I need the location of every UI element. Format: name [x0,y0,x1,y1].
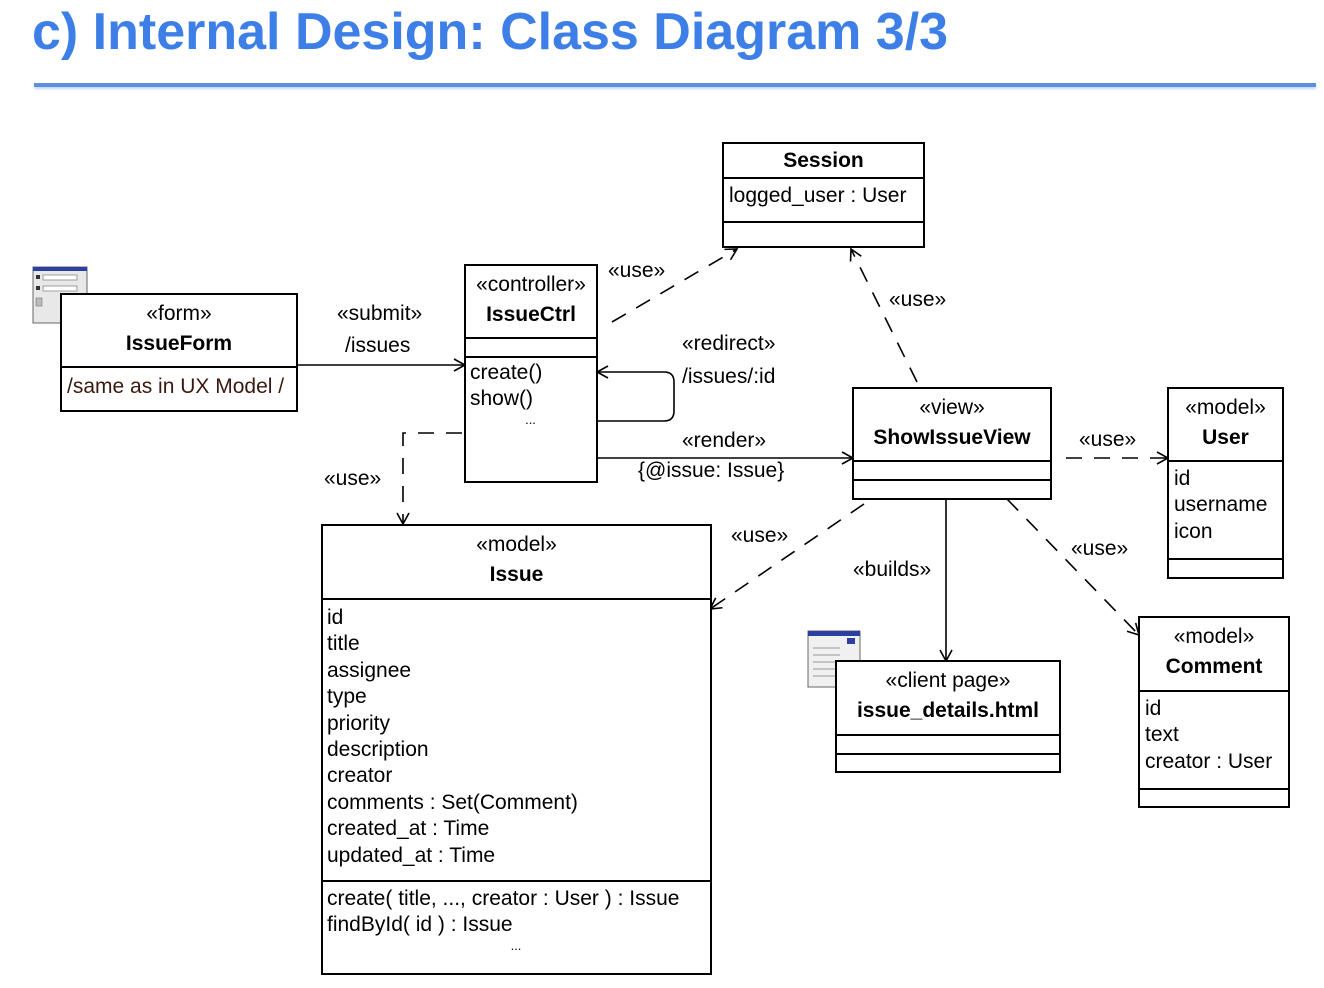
user-operations [1169,560,1282,564]
comment-attr-text: text [1145,723,1179,747]
view-use-comment-label: «use» [1071,536,1129,562]
client-page-name: issue_details.html [856,699,1040,722]
issueform-note-text: /same as in UX Model / [67,375,285,398]
submit-stereotype-label: «submit» [337,302,423,325]
showissueview-operations [854,481,1050,485]
issueform-name: IssueForm [125,332,233,355]
comment-name: Comment [1165,655,1263,678]
issue-header: «model» Issue [323,526,710,600]
view-use-issue-label: «use» [731,523,789,549]
title-divider [34,83,1316,87]
view-use-comment-arrow [1006,498,1141,637]
ctrl-use-session-arrow [611,248,739,323]
issuectrl-ellipsis: ... [525,411,536,427]
showissueview-attributes [854,462,1050,481]
issueform-class: «form» IssueForm /same as in UX Model / [60,293,298,412]
redirect-path-label: /issues/:id [682,365,776,388]
render-stereotype-label: «render» [682,429,767,452]
ctrl-use-issue-arrow [396,432,462,526]
issueform-header: «form» IssueForm [62,295,296,368]
client-page-class: «client page» issue_details.html [835,660,1061,773]
issue-attr-creator: creator [327,764,393,788]
issue-attr-id: id [327,606,344,629]
comment-operations [1140,790,1288,794]
client-page-stereotype: «client page» [885,669,1011,692]
issue-attributes: id title assignee type priority descript… [323,600,710,882]
view-use-issue-arrow [708,503,865,610]
user-attr-username: username [1174,493,1268,517]
issue-attr-assignee: assignee [327,658,412,682]
render-constraint-label: {@issue: Issue} [638,459,785,482]
issueform-note: /same as in UX Model / [62,368,296,402]
issuectrl-header: «controller» IssueCtrl [466,266,596,339]
issue-name: Issue [489,563,544,586]
ctrl-use-session-label: «use» [608,258,666,284]
issue-attr-updated-at: updated_at : Time [327,843,496,867]
user-name: User [1202,426,1249,449]
session-class: Session logged_user : User [722,142,925,248]
session-operations [724,223,923,227]
session-attributes: logged_user : User [724,179,923,223]
issue-attr-description: description [327,738,429,762]
comment-class: «model» Comment id text creator : User [1138,616,1290,808]
showissueview-name: ShowIssueView [873,426,1031,449]
issuectrl-op-create: create() [470,361,543,384]
issuectrl-op-show: show() [470,387,534,411]
slide-title: c) Internal Design: Class Diagram 3/3 [32,3,949,61]
comment-stereotype: «model» [1173,625,1255,648]
showissueview-header: «view» ShowIssueView [854,389,1050,462]
client-page-header: «client page» issue_details.html [837,662,1059,736]
issue-ellipsis: ... [510,937,522,953]
view-use-user-label: «use» [1079,427,1137,453]
issue-attr-comments: comments : Set(Comment) [327,790,578,814]
issue-operations: create( title, ..., creator : User ) : I… [323,882,710,955]
comment-header: «model» Comment [1140,618,1288,692]
issuectrl-operations: create() show() ... [466,358,596,429]
user-attr-id: id [1174,467,1191,490]
issue-attr-title: title [327,632,360,656]
issue-stereotype: «model» [476,533,557,556]
client-page-operations [837,755,1059,759]
user-header: «model» User [1169,389,1282,462]
issue-attr-priority: priority [327,711,391,735]
issuectrl-name: IssueCtrl [486,303,576,326]
issue-attr-type: type [327,685,367,709]
redirect-stereotype-label: «redirect» [682,332,776,355]
redirect-loop-arrow [595,365,675,422]
user-stereotype: «model» [1185,396,1266,419]
issue-op-findbyid: findById( id ) : Issue [327,913,513,937]
user-class: «model» User id username icon [1167,387,1284,579]
ctrl-use-issue-label: «use» [324,467,382,490]
issue-op-create: create( title, ..., creator : User ) : I… [327,887,680,910]
submit-path-label: /issues [345,334,411,357]
issue-attr-created-at: created_at : Time [327,817,490,841]
comment-attr-creator: creator : User [1145,749,1273,773]
user-attributes: id username icon [1169,462,1282,560]
client-page-attributes [837,736,1059,755]
comment-attr-id: id [1145,697,1162,720]
issuectrl-stereotype: «controller» [476,273,586,296]
issueform-stereotype: «form» [146,302,212,325]
issuectrl-class: «controller» IssueCtrl create() show() .… [464,264,598,483]
showissueview-stereotype: «view» [919,396,985,419]
builds-label: «builds» [853,557,932,583]
session-header: Session [724,144,923,179]
session-attr: logged_user : User [729,184,907,207]
comment-attributes: id text creator : User [1140,692,1288,790]
view-use-session-label: «use» [889,288,947,311]
view-use-session-arrow [849,247,918,383]
session-name: Session [783,149,864,172]
user-attr-icon: icon [1174,519,1213,543]
issue-class: «model» Issue id title assignee type pri… [321,524,712,975]
issuectrl-attributes [466,339,596,358]
showissueview-class: «view» ShowIssueView [852,387,1052,500]
